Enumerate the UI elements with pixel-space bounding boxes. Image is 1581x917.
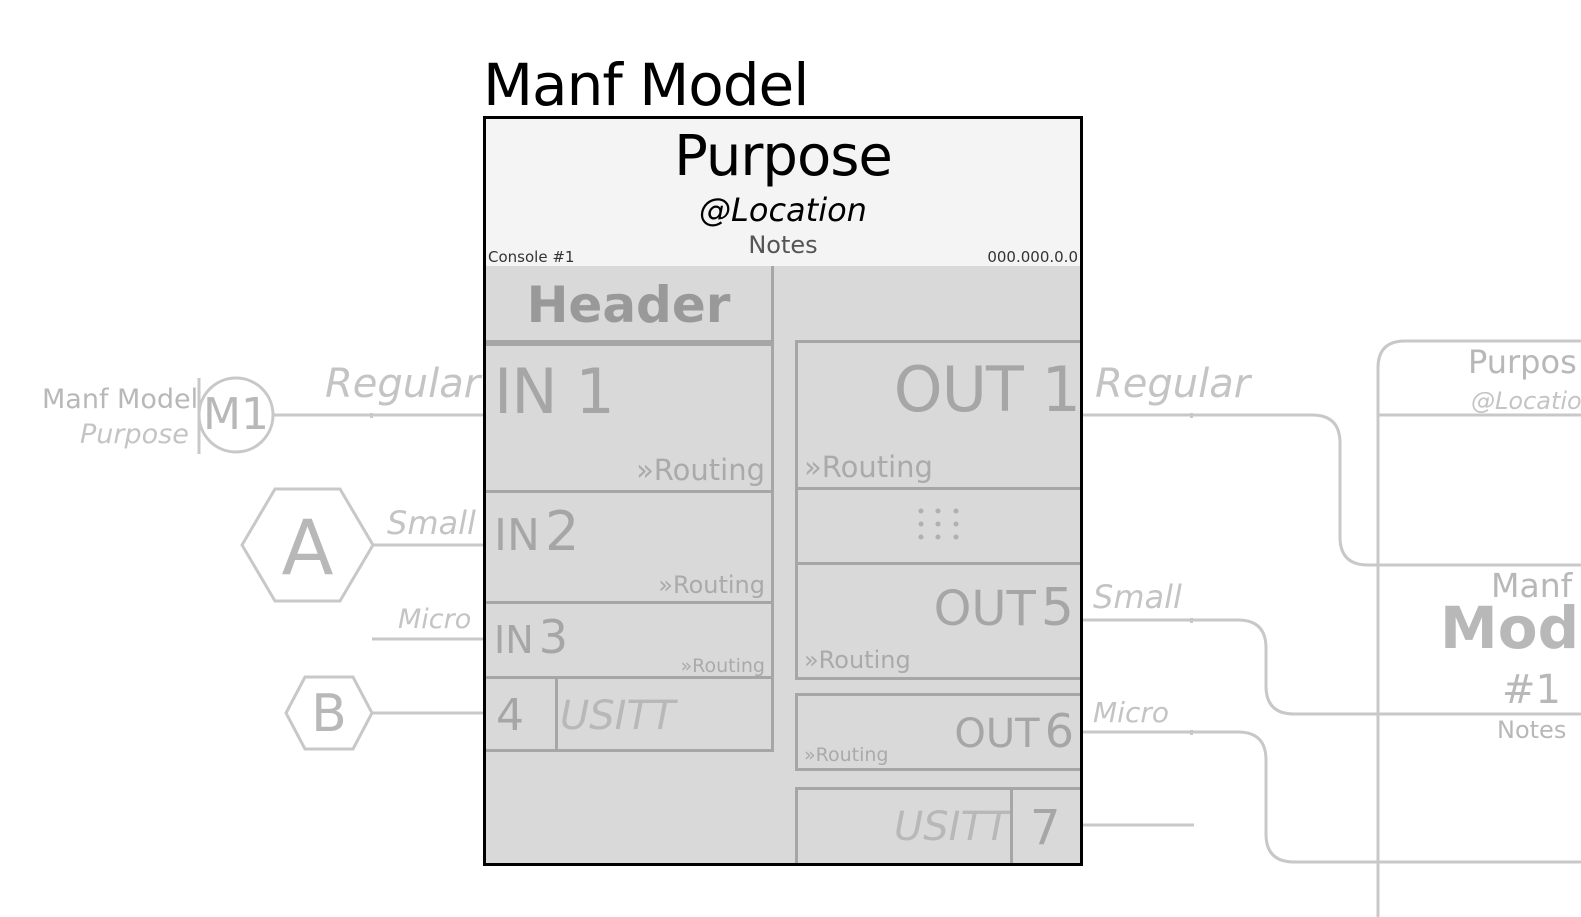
device-notes: Notes bbox=[748, 231, 818, 259]
in2-number: 2 bbox=[544, 500, 580, 563]
hexagon-a-label: A bbox=[281, 503, 334, 592]
out5-routing: »Routing bbox=[804, 646, 911, 674]
out6-prefix: OUT bbox=[954, 711, 1040, 757]
in4-type: USITT bbox=[560, 693, 676, 739]
output-port-7[interactable]: USITT 7 bbox=[795, 787, 1080, 863]
column-header-cell: Header bbox=[486, 266, 774, 343]
out7-number: 7 bbox=[1030, 800, 1061, 856]
input-port-4[interactable]: 4 USITT bbox=[486, 676, 774, 752]
in3-signal: Micro bbox=[398, 604, 472, 635]
out7-type: USITT bbox=[894, 804, 1010, 850]
right-device-frame bbox=[1376, 339, 1581, 917]
right-device-number: #1 bbox=[1502, 667, 1561, 713]
in1-routing: »Routing bbox=[636, 453, 765, 487]
right-device-notes: Notes bbox=[1497, 716, 1567, 744]
output-gap bbox=[795, 487, 1080, 565]
out6-signal: Micro bbox=[1093, 696, 1169, 729]
device-purpose: Purpose bbox=[674, 124, 893, 189]
device-header: Purpose @Location Notes Console #1 000.0… bbox=[486, 119, 1080, 269]
output-port-1[interactable]: OUT 1 »Routing bbox=[795, 340, 1080, 490]
in4-number: 4 bbox=[496, 690, 524, 741]
output-port-5[interactable]: OUT 5 »Routing bbox=[795, 562, 1080, 680]
hexagon-b-label: B bbox=[311, 684, 347, 744]
wire-out6 bbox=[1080, 730, 1581, 864]
hexagon-b bbox=[284, 675, 374, 751]
out6-number: 6 bbox=[1044, 704, 1074, 758]
output-column-blank bbox=[774, 266, 1080, 343]
input-port-1[interactable]: IN 1 »Routing bbox=[486, 343, 774, 493]
in1-prefix: IN bbox=[494, 355, 558, 428]
left-device-purpose: Purpose bbox=[80, 419, 189, 450]
device-ip: 000.000.0.0 bbox=[987, 248, 1078, 266]
in4-divider bbox=[555, 679, 558, 749]
out5-signal: Small bbox=[1093, 578, 1182, 616]
right-device-manf: Manf bbox=[1491, 566, 1573, 605]
device-model-title: Manf Model bbox=[483, 51, 809, 119]
in3-routing: »Routing bbox=[680, 655, 765, 677]
left-device-model: Manf Model bbox=[42, 384, 199, 415]
m1-symbol: M1 bbox=[203, 389, 269, 440]
out1-number: 1 bbox=[1041, 353, 1080, 426]
device-location: @Location bbox=[699, 191, 867, 229]
out1-prefix: OUT bbox=[893, 353, 1024, 426]
right-device-model: Mode bbox=[1440, 594, 1581, 662]
device-console: Console #1 bbox=[488, 248, 575, 266]
input-port-2[interactable]: IN 2 »Routing bbox=[486, 490, 774, 604]
wire-out5 bbox=[1080, 618, 1581, 716]
in1-number: 1 bbox=[575, 355, 614, 428]
device-block[interactable]: Purpose @Location Notes Console #1 000.0… bbox=[483, 116, 1083, 866]
in3-number: 3 bbox=[538, 610, 569, 664]
hexagon-a bbox=[240, 487, 375, 603]
input-port-3[interactable]: IN 3 »Routing bbox=[486, 601, 774, 679]
in2-signal: Small bbox=[387, 504, 476, 542]
column-header: Header bbox=[526, 276, 731, 334]
in2-prefix: IN bbox=[494, 510, 540, 561]
ellipsis-dots-icon bbox=[918, 508, 959, 540]
out7-divider bbox=[1010, 790, 1013, 863]
right-device-location: @Locatio bbox=[1471, 387, 1581, 415]
out6-routing: »Routing bbox=[804, 744, 889, 766]
out1-routing: »Routing bbox=[804, 450, 933, 484]
output-port-6[interactable]: OUT 6 »Routing bbox=[795, 693, 1080, 771]
out5-number: 5 bbox=[1040, 578, 1074, 638]
in3-prefix: IN bbox=[494, 618, 534, 662]
wire-out1 bbox=[1080, 413, 1581, 567]
out1-signal: Regular bbox=[1095, 361, 1251, 407]
in2-routing: »Routing bbox=[658, 571, 765, 599]
right-device-purpose: Purpos bbox=[1468, 343, 1577, 381]
out5-prefix: OUT bbox=[933, 581, 1036, 637]
in1-signal: Regular bbox=[325, 361, 481, 407]
